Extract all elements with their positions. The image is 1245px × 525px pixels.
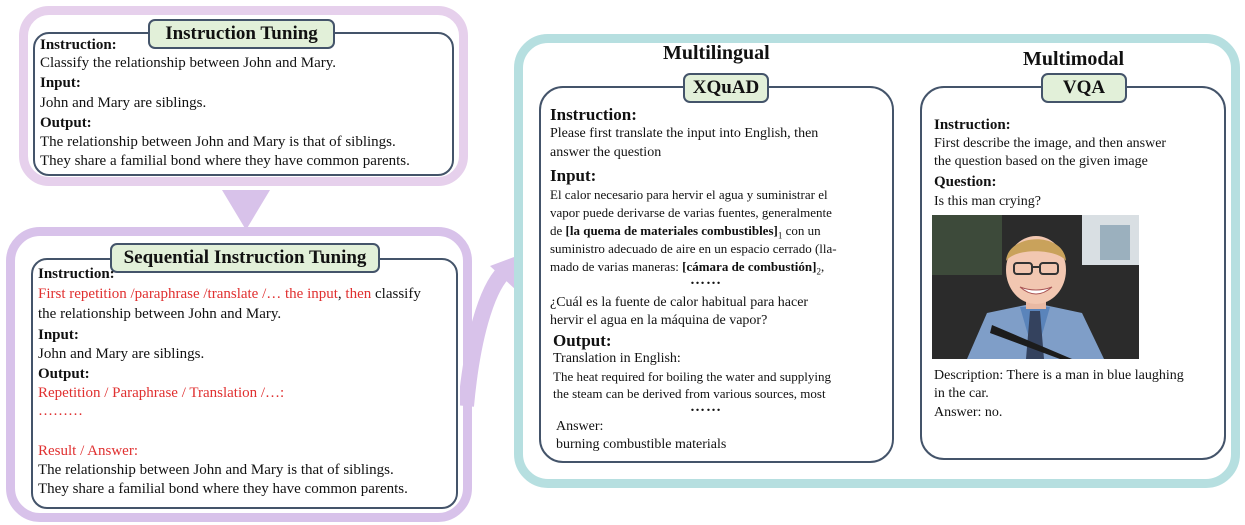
bl-instruction-line2: the relationship between John and Mary.: [38, 306, 282, 322]
vqa-tag: VQA: [1041, 73, 1127, 103]
vqa-answer-text: Answer: no.: [934, 405, 1003, 420]
xquad-tag: XQuAD: [683, 73, 769, 103]
sequential-instruction-tuning-tag: Sequential Instruction Tuning: [110, 243, 380, 273]
xquad-instruction-line2: answer the question: [550, 145, 662, 160]
tl-input-label: Input:: [40, 75, 81, 91]
xquad-input-label: Input:: [550, 166, 597, 185]
xquad-input-line3-post: con un: [782, 223, 821, 238]
down-arrow: [222, 190, 270, 230]
vqa-instruction-line2: the question based on the given image: [934, 154, 1148, 169]
man-in-car-photo: [932, 215, 1139, 359]
bl-result-line2: They share a familial bond where they ha…: [38, 481, 408, 497]
tl-input-text: John and Mary are siblings.: [40, 95, 207, 111]
vqa-question-label: Question:: [934, 174, 997, 190]
xquad-input-line3: de [la quema de materiales combustibles]…: [550, 223, 821, 241]
xquad-ellipsis-1: ……: [690, 272, 722, 288]
xquad-input-line5-post: ,: [820, 259, 825, 274]
xquad-translation-line2: the steam can be derived from various so…: [553, 386, 826, 401]
xquad-input-line3-bold: [la quema de materiales combustibles]: [565, 223, 778, 238]
bl-instruction-then: then: [345, 286, 372, 302]
xquad-answer-label: Answer:: [556, 419, 604, 434]
xquad-output-label: Output:: [553, 331, 612, 350]
bl-input-label: Input:: [38, 327, 79, 343]
xquad-box: [539, 86, 894, 463]
xquad-input-line5-pre: mado de varias maneras:: [550, 259, 683, 274]
xquad-input-line4: suministro adecuado de aire en un espaci…: [550, 241, 837, 256]
vqa-question-text: Is this man crying?: [934, 194, 1041, 209]
bl-instruction-line1: First repetition /paraphrase /translate …: [38, 286, 421, 303]
man-in-car-illustration: [932, 215, 1139, 359]
multimodal-title: Multimodal: [1023, 48, 1125, 70]
bl-instruction-rest: classify: [371, 286, 421, 302]
bl-result-label: Result / Answer:: [38, 443, 138, 459]
bl-input-text: John and Mary are siblings.: [38, 346, 205, 362]
vqa-instruction-line1: First describe the image, and then answe…: [934, 136, 1167, 151]
xquad-translation-line1: The heat required for boiling the water …: [553, 369, 831, 384]
xquad-input-line3-pre: de: [550, 223, 566, 238]
bl-instruction-red: First repetition /paraphrase /translate …: [38, 286, 338, 302]
bl-instruction-comma: ,: [337, 286, 346, 302]
xquad-input-line5-bold: [cámara de combustión]: [682, 259, 817, 274]
xquad-ellipsis-2: ……: [690, 399, 722, 415]
vqa-description-line2: in the car.: [934, 386, 989, 401]
bl-output-red2: ………: [38, 403, 83, 419]
xquad-instruction-label: Instruction:: [550, 105, 637, 124]
xquad-input-line5-sub: 2: [816, 266, 821, 277]
tl-output-label: Output:: [40, 115, 92, 131]
xquad-input-line5: mado de varias maneras: [cámara de combu…: [550, 259, 824, 277]
xquad-input-line1: El calor necesario para hervir el agua y…: [550, 187, 828, 202]
tl-output-line1: The relationship between John and Mary i…: [40, 134, 396, 150]
bl-output-red1: Repetition / Paraphrase / Translation /……: [38, 385, 285, 401]
tl-output-line2: They share a familial bond where they ha…: [40, 153, 410, 169]
instruction-tuning-tag: Instruction Tuning: [148, 19, 335, 49]
tl-instruction-label: Instruction:: [40, 37, 117, 53]
multilingual-title: Multilingual: [663, 42, 770, 64]
tl-instruction-text: Classify the relationship between John a…: [40, 55, 337, 71]
xquad-translation-label: Translation in English:: [553, 351, 681, 366]
xquad-answer-text: burning combustible materials: [556, 437, 727, 452]
instruction-tuning-panel: [19, 6, 468, 186]
vqa-instruction-label: Instruction:: [934, 117, 1011, 133]
bl-result-line1: The relationship between John and Mary i…: [38, 462, 394, 478]
multilingual-multimodal-panel: [514, 34, 1240, 488]
vqa-description-line1: Description: There is a man in blue laug…: [934, 368, 1184, 383]
xquad-input-line3-sub: 1: [777, 230, 783, 241]
bl-output-label: Output:: [38, 366, 90, 382]
xquad-question-line2: hervir el agua en la máquina de vapor?: [550, 313, 768, 328]
bl-instruction-label: Instruction:: [38, 266, 115, 282]
xquad-instruction-line1: Please first translate the input into En…: [550, 126, 819, 141]
xquad-question-line1: ¿Cuál es la fuente de calor habitual par…: [550, 295, 809, 310]
xquad-input-line2: vapor puede derivarse de varias fuentes,…: [550, 205, 832, 220]
